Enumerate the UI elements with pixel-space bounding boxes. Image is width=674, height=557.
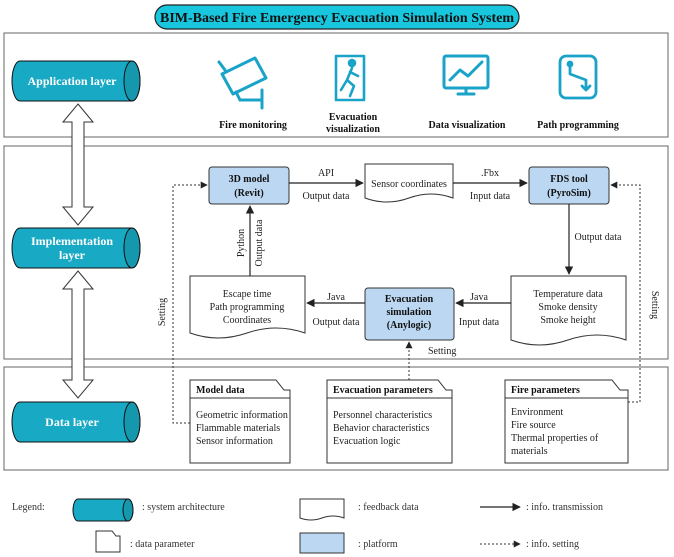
edge-label-output-data-mid: Output data <box>313 317 360 328</box>
feedback-escape-data: Escape time Path programming Coordinates <box>189 275 306 339</box>
data-param-fire: Fire parameters Environment Fire source … <box>504 379 629 464</box>
evacuation-params-item-2: Behavior characteristics <box>333 423 429 434</box>
edge-label-input-data-top: Input data <box>470 191 511 202</box>
edge-label-output-data-right: Output data <box>575 232 622 243</box>
model-data-item-1: Geometric information <box>196 410 288 421</box>
platform-evacuation-simulation: Evacuation simulation (Anylogic) <box>364 287 455 341</box>
evacuation-params-item-3: Evacuation logic <box>333 436 401 447</box>
layer-double-arrow-bottom <box>61 270 95 399</box>
legend-feedback-data: : feedback data <box>358 502 419 513</box>
application-layer-label: Application layer <box>28 74 118 88</box>
legend-folder-icon <box>95 530 121 553</box>
edge-label-input-data-mid: Input data <box>459 317 500 328</box>
model-data-item-2: Flammable materials <box>196 423 280 434</box>
path-programming-text: Path programming <box>210 302 285 313</box>
evacuation-params-item-1: Personnel characteristics <box>333 410 432 421</box>
platform-3d-model-line1: 3D model <box>229 174 270 185</box>
escape-time-text: Escape time <box>223 289 272 300</box>
legend-data-parameter: : data parameter <box>130 539 195 550</box>
model-data-title: Model data <box>196 385 245 396</box>
fire-params-item-3: Thermal properties of <box>511 433 599 444</box>
platform-evac-line1: Evacuation <box>385 294 434 305</box>
edge-label-setting-mid: Setting <box>428 346 456 357</box>
data-layer-label: Data layer <box>45 415 99 429</box>
fire-params-title: Fire parameters <box>511 385 580 396</box>
temperature-data-text: Temperature data <box>533 289 603 300</box>
application-panel <box>3 32 669 138</box>
legend-feedback-icon <box>299 498 345 521</box>
smoke-density-text: Smoke density <box>538 302 597 313</box>
fire-params-item-2: Fire source <box>511 420 556 431</box>
feedback-sensor-coordinates: Sensor coordinates <box>364 163 454 203</box>
legend-label: Legend: <box>12 502 45 513</box>
data-layer-cylinder: Data layer <box>11 401 141 443</box>
setting-arrow-fds <box>610 181 641 403</box>
platform-evac-line3: (Anylogic) <box>387 320 431 331</box>
edge-label-fbx: .Fbx <box>481 168 499 179</box>
platform-fds-line2: (PyroSim) <box>547 188 591 199</box>
evacuation-params-title: Evacuation parameters <box>333 385 433 396</box>
legend-info-setting: : info. setting <box>526 539 579 550</box>
legend-platform-icon <box>299 532 345 554</box>
platform-3d-model-line2: (Revit) <box>234 188 263 199</box>
edge-label-python: Python <box>236 229 247 257</box>
edge-label-java-left: Java <box>327 292 345 303</box>
platform-fds-tool: FDS tool (PyroSim) <box>528 166 610 205</box>
smoke-height-text: Smoke height <box>540 315 595 326</box>
app-label-evacuation: Evacuation <box>329 112 378 123</box>
platform-3d-model: 3D model (Revit) <box>208 166 290 205</box>
setting-arrow-model <box>172 181 208 424</box>
diagram-title: BIM-Based Fire Emergency Evacuation Simu… <box>160 11 514 26</box>
legend-platform: : platform <box>358 539 398 550</box>
model-data-item-3: Sensor information <box>196 436 273 447</box>
data-param-model: Model data Geometric information Flammab… <box>189 379 291 464</box>
legend-cylinder-icon <box>72 498 134 522</box>
legend: Legend: : system architecture : feedback… <box>12 498 603 554</box>
title-banner: BIM-Based Fire Emergency Evacuation Simu… <box>154 4 520 30</box>
implementation-layer-cylinder: Implementation layer <box>11 227 141 269</box>
edge-label-api: API <box>318 168 334 179</box>
legend-info-transmission: : info. transmission <box>526 502 603 513</box>
legend-system-architecture: : system architecture <box>142 502 225 513</box>
edge-label-output-data-vertical: Output data <box>254 219 265 266</box>
data-param-evacuation: Evacuation parameters Personnel characte… <box>326 379 453 464</box>
implementation-panel <box>3 145 669 360</box>
app-label-data-visualization: Data visualization <box>429 120 506 131</box>
platform-evac-line2: simulation <box>386 307 431 318</box>
app-label-path-programming: Path programming <box>537 120 619 131</box>
cctv-camera-icon <box>217 56 268 110</box>
fire-params-item-1: Environment <box>511 407 563 418</box>
data-panel <box>3 366 669 471</box>
app-label-fire-monitoring: Fire monitoring <box>219 120 287 131</box>
application-layer-cylinder: Application layer <box>11 60 141 102</box>
edge-label-setting-right: Setting <box>649 291 660 319</box>
edge-label-java-right: Java <box>470 292 488 303</box>
implementation-layer-label-2: layer <box>59 248 86 262</box>
coordinates-text: Coordinates <box>223 315 271 326</box>
app-label-evacuation-2: visualization <box>326 124 380 135</box>
emergency-exit-icon <box>334 54 366 102</box>
feedback-temperature-data: Temperature data Smoke density Smoke hei… <box>510 275 627 346</box>
sensor-coordinates-text: Sensor coordinates <box>371 179 447 190</box>
route-map-icon <box>558 54 598 100</box>
edge-label-output-data-top: Output data <box>303 191 350 202</box>
monitor-chart-icon <box>442 54 490 96</box>
fire-params-item-4: materials <box>511 446 548 457</box>
layer-double-arrow-top <box>61 103 95 226</box>
implementation-layer-label-1: Implementation <box>31 234 113 248</box>
edge-label-setting-left: Setting <box>157 298 168 326</box>
platform-fds-line1: FDS tool <box>550 174 588 185</box>
